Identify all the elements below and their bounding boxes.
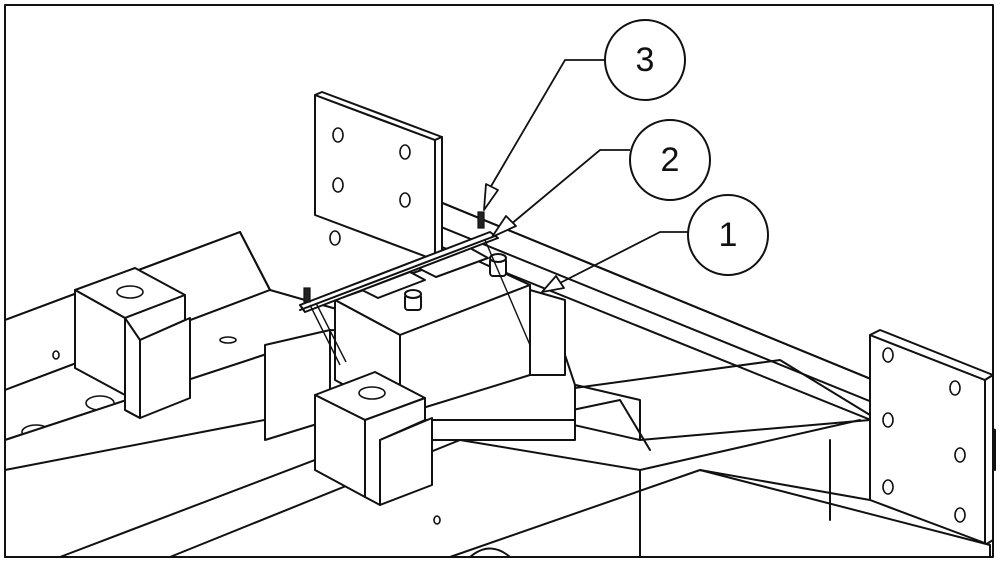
callout-label: 3 xyxy=(636,41,655,79)
callout-1: 1 xyxy=(687,194,769,276)
wing-nut-right xyxy=(477,211,485,229)
support-block-left xyxy=(74,267,191,419)
leader-line-3 xyxy=(483,59,605,211)
leader-line-1 xyxy=(541,231,688,293)
callout-label: 1 xyxy=(719,216,738,254)
wing-nut-left xyxy=(303,287,311,303)
callout-3: 3 xyxy=(604,19,686,101)
j-bolt-left xyxy=(309,304,341,366)
battery-terminal-negative xyxy=(404,289,422,311)
support-block-center xyxy=(314,371,433,506)
callout-2: 2 xyxy=(629,119,711,201)
leader-line-2 xyxy=(491,149,630,238)
mounting-plate-left xyxy=(314,91,443,261)
j-bolt-right xyxy=(484,239,531,346)
hold-down-bar xyxy=(299,211,531,366)
callout-label: 2 xyxy=(661,141,680,179)
